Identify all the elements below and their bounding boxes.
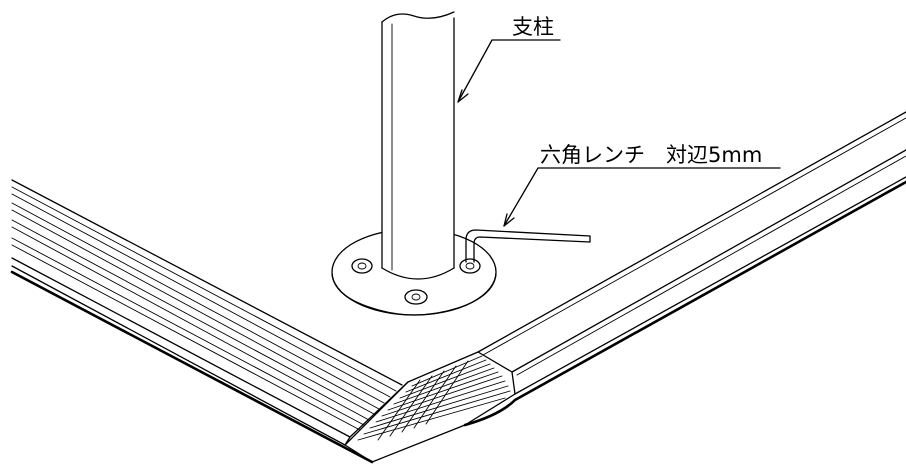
post-leader-arrow — [457, 89, 469, 103]
hex-wrench-body — [465, 229, 591, 263]
post-leader-line — [457, 39, 561, 103]
post-bottom-rim — [381, 267, 455, 280]
bolt-right — [459, 258, 481, 274]
ramp-rib-line — [11, 226, 370, 421]
ramp-top-edge — [11, 179, 403, 386]
ramp-bottom-edge — [10, 270, 374, 464]
corner-block-outline — [344, 351, 516, 463]
ramp-rib-line — [11, 244, 361, 431]
ramp-rib-line — [11, 193, 391, 398]
post-column — [381, 11, 455, 280]
ramp-lower-edge — [11, 265, 346, 446]
beam-top-inner — [482, 117, 906, 356]
corner-block-ribs — [357, 355, 511, 441]
leaders — [457, 39, 781, 227]
post-break-line — [381, 11, 455, 23]
base-plate-side — [331, 273, 497, 316]
beam-lower-edge — [514, 176, 906, 395]
bolt-left — [351, 258, 373, 274]
beam-face-inner — [516, 155, 906, 376]
corner-block-left-face — [344, 381, 409, 446]
hex-wrench-label: 六角レンチ 対辺5mm — [540, 143, 762, 167]
bolt-front — [404, 289, 428, 305]
ramp-inner-edge — [11, 257, 351, 438]
ramp-rib-line — [11, 186, 397, 392]
post-label: 支柱 — [512, 15, 554, 39]
beam-bottom-edge — [463, 180, 906, 427]
right-beam — [463, 111, 906, 427]
corner-block — [344, 351, 516, 463]
hex-wrench — [465, 229, 591, 263]
wrench-leader-arrow — [503, 213, 515, 227]
wrench-leader-line — [503, 167, 781, 227]
ramp-rib-line — [11, 237, 365, 426]
ramp-rib-line — [11, 202, 385, 404]
beam-top-edge — [477, 111, 906, 353]
beam-face-edge — [511, 149, 906, 373]
ramp-rib-line — [11, 219, 375, 415]
left-ramp — [10, 179, 403, 464]
ramp-rib-line — [11, 209, 380, 410]
